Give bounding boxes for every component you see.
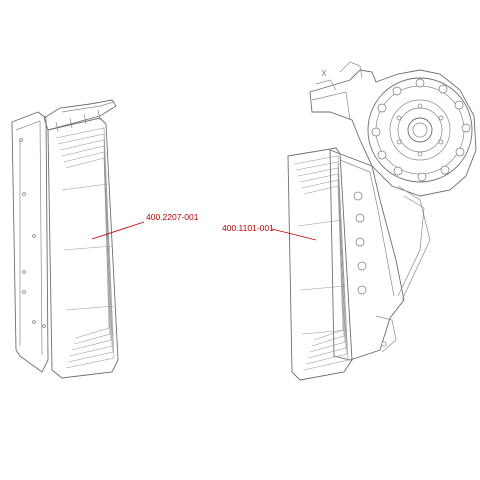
left-radiator-fins (55, 127, 115, 369)
leader-line-right (271, 228, 317, 241)
callout-left: 400.2207-001 (91, 212, 199, 240)
gear-housing (367, 77, 473, 183)
callout-label-right: 400.1101-001 (222, 223, 274, 233)
leader-line-left (91, 221, 145, 240)
right-radiator-fins (293, 155, 349, 371)
left-assembly (11, 99, 119, 379)
callout-right: 400.1101-001 (222, 223, 317, 241)
callout-label-left: 400.2207-001 (146, 212, 199, 222)
right-assembly (287, 61, 477, 381)
